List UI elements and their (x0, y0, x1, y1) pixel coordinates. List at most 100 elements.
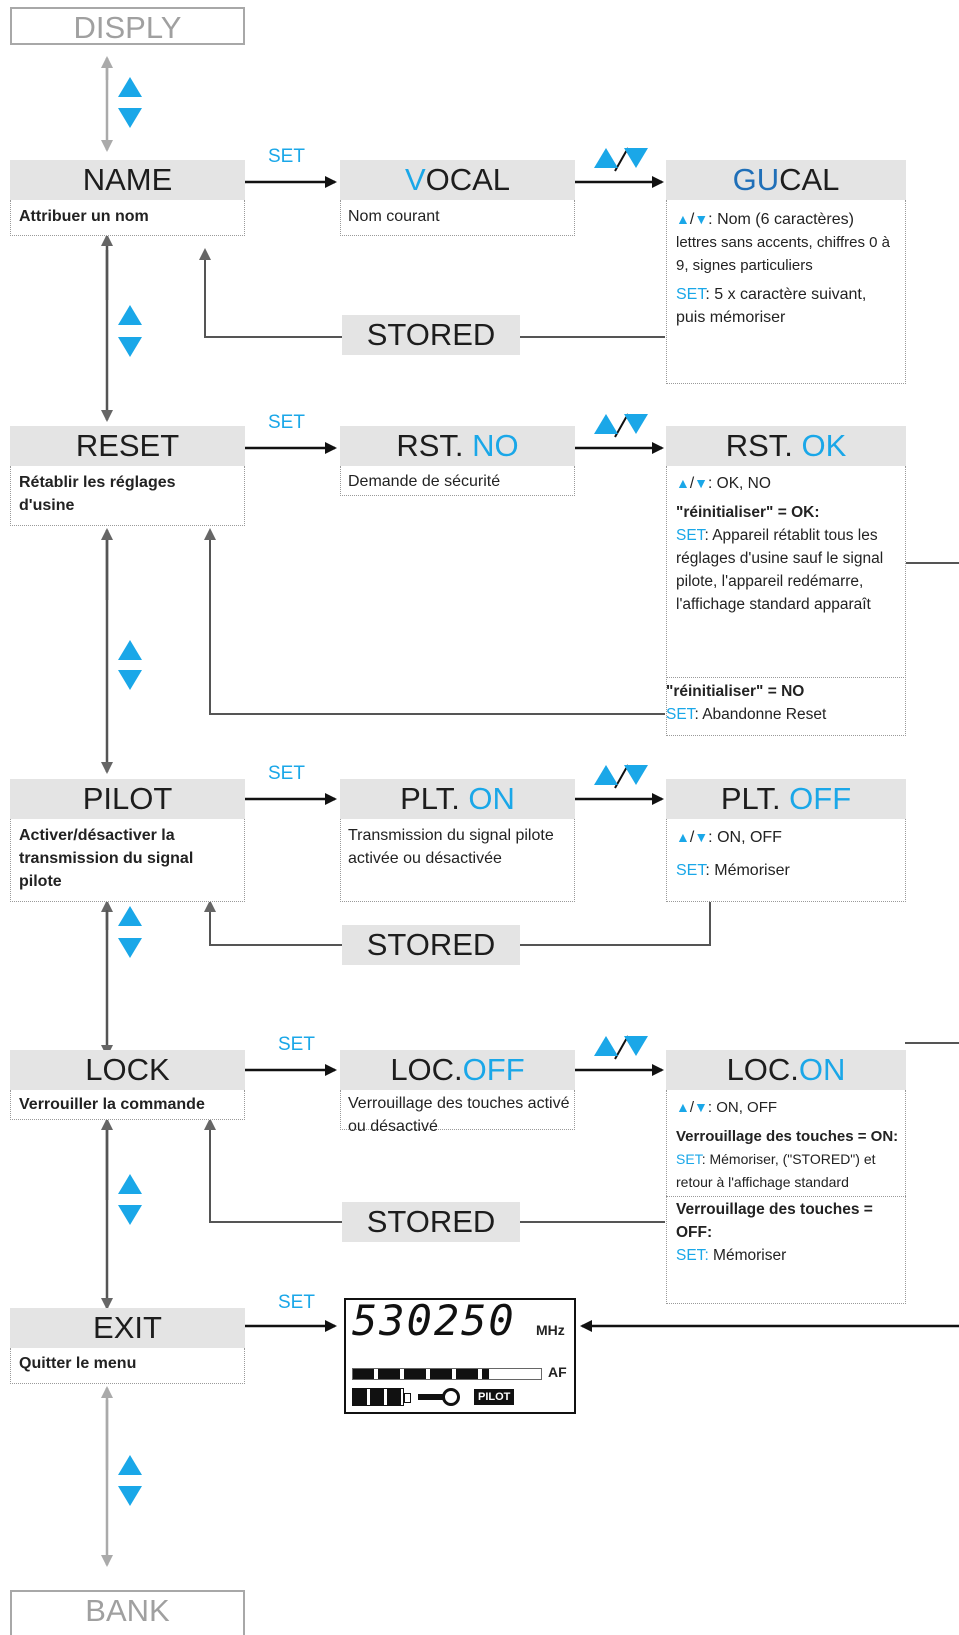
exit-menu-item[interactable]: EXIT (10, 1308, 245, 1348)
pilot-current-desc: Transmission du signal pilote activée ou… (348, 827, 554, 867)
down-arrow-icon (118, 670, 142, 690)
name-edit-text: ▲/▼: Nom (6 caractères) lettres sans acc… (676, 211, 890, 326)
up-arrow-icon: ▲ (676, 1099, 690, 1115)
pilot-edit-display: PLT. OFF (666, 779, 906, 819)
down-arrow-icon (624, 148, 648, 168)
lock-menu-item[interactable]: LOCK (10, 1050, 245, 1090)
name-menu-item[interactable]: NAME (10, 160, 245, 200)
down-arrow-icon (624, 414, 648, 434)
set-label: SET (268, 146, 305, 167)
up-arrow-icon: ▲ (676, 475, 690, 491)
pilot-menu-item[interactable]: PILOT (10, 779, 245, 819)
reset-no-text: "réinitialiser" = NO SET: Abandonne Rese… (666, 680, 898, 726)
reset-current-prefix: RST. (396, 428, 473, 463)
down-arrow-icon (118, 1205, 142, 1225)
pilot-stored-label: STORED (342, 925, 520, 965)
name-edit-line1: : Nom (6 caractères) (708, 211, 854, 228)
pilot-indicator: PILOT (474, 1389, 515, 1405)
pilot-edit-prefix: PLT. (720, 781, 790, 816)
lock-edit-prefix: LOC. (726, 1052, 799, 1087)
up-arrow-icon (118, 640, 142, 660)
display-menu-item[interactable]: DISPLY (10, 7, 245, 45)
reset-desc-box (10, 466, 245, 526)
name-current-box (340, 200, 575, 236)
pilot-edit-box (666, 819, 906, 902)
key-lock-icon (418, 1394, 444, 1400)
lock-off-text: Verrouillage des touches = OFF: SET: Mém… (676, 1201, 873, 1264)
set-label: SET (268, 763, 305, 784)
key-lock-icon-ring (442, 1388, 460, 1406)
up-arrow-icon (594, 148, 618, 168)
pilot-current-display: PLT. ON (340, 779, 575, 819)
reset-menu-item[interactable]: RESET (10, 426, 245, 466)
af-label: AF (548, 1364, 567, 1380)
name-desc: Attribuer un nom (19, 208, 149, 225)
set-label: SET (676, 1247, 705, 1264)
frequency-readout: 530250 (352, 1296, 516, 1345)
down-arrow-icon (118, 337, 142, 357)
lock-off-heading: Verrouillage des touches = OFF: (676, 1201, 873, 1241)
up-arrow-icon (118, 1455, 142, 1475)
pilot-current-value: ON (468, 781, 515, 816)
down-arrow-icon (624, 765, 648, 785)
lock-current-display: LOC.OFF (340, 1050, 575, 1090)
af-level-fill (352, 1368, 489, 1380)
lock-on-text: Mémoriser, ("STORED") et retour à l'affi… (676, 1151, 876, 1190)
name-stored-label: STORED (342, 315, 520, 355)
set-label: SET (666, 706, 695, 723)
down-arrow-icon (624, 1036, 648, 1056)
name-edit-prefix: GU (732, 162, 780, 197)
reset-edit-text: ▲/▼: OK, NO "réinitialiser" = OK: SET: A… (676, 475, 884, 613)
set-label: SET (676, 1151, 702, 1167)
up-arrow-icon (594, 765, 618, 785)
reset-edit-display: RST. OK (666, 426, 906, 466)
down-arrow-icon (118, 1486, 142, 1506)
pilot-edit-value: OFF (789, 781, 852, 816)
name-edit-rest: CAL (779, 162, 840, 197)
reset-no-heading: "réinitialiser" = NO (666, 683, 805, 700)
name-edit-box (666, 200, 906, 384)
pilot-current-box (340, 819, 575, 902)
down-arrow-icon: ▼ (694, 211, 709, 227)
name-current-desc: Nom courant (348, 208, 440, 225)
pilot-desc: Activer/désactiver la transmission du si… (19, 827, 194, 890)
lock-current-box (340, 1090, 575, 1130)
lock-stored-label: STORED (342, 1202, 520, 1242)
pilot-current-prefix: PLT. (400, 781, 469, 816)
af-level-bar (352, 1368, 542, 1380)
reset-no-desc: : Abandonne Reset (694, 706, 827, 723)
set-label: SET (676, 527, 705, 544)
pilot-desc-box (10, 819, 245, 902)
name-current-prefix: V (404, 162, 426, 197)
lock-current-desc: Verrouillage des touches activé ou désac… (348, 1095, 570, 1135)
lock-edit-value: ON (798, 1052, 846, 1087)
reset-current-display: RST. NO (340, 426, 575, 466)
pilot-edit-line1: : ON, OFF (708, 829, 782, 846)
lock-current-value: OFF (462, 1052, 525, 1087)
lock-current-prefix: LOC. (390, 1052, 463, 1087)
down-arrow-icon: ▼ (694, 1099, 708, 1115)
battery-icon (352, 1388, 404, 1406)
reset-edit-prefix: RST. (725, 428, 802, 463)
lock-edit-display: LOC.ON (666, 1050, 906, 1090)
up-arrow-icon (118, 305, 142, 325)
set-label: SET (676, 862, 706, 879)
set-label: SET (278, 1034, 315, 1055)
reset-current-desc: Demande de sécurité (348, 473, 501, 490)
pilot-edit-set-text: : Mémoriser (705, 862, 790, 879)
reset-edit-line1: : OK, NO (708, 475, 771, 492)
reset-desc: Rétablir les réglages d'usine (19, 474, 176, 514)
name-edit-line2: lettres sans accents, chiffres 0 à 9, si… (676, 234, 890, 274)
name-edit-set-text: : 5 x caractère suivant, puis mémoriser (676, 286, 867, 326)
down-arrow-icon: ▼ (694, 829, 709, 845)
up-arrow-icon: ▲ (676, 211, 690, 227)
reset-ok-text: : Appareil rétablit tous les réglages d'… (676, 527, 884, 613)
bank-menu-item[interactable]: BANK (10, 1590, 245, 1635)
name-current-rest: OCAL (425, 162, 511, 197)
name-current-display: VOCAL (340, 160, 575, 200)
reset-ok-heading: "réinitialiser" = OK: (676, 504, 820, 521)
lock-edit-text: ▲/▼: ON, OFF Verrouillage des touches = … (676, 1099, 899, 1190)
reset-edit-box (666, 466, 906, 736)
exit-desc-box (10, 1348, 245, 1384)
